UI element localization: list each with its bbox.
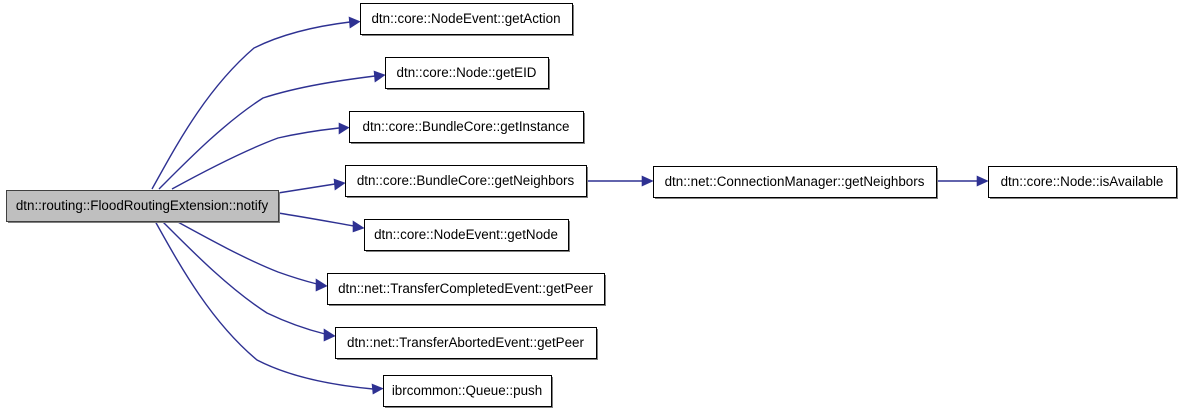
edge-line: [171, 127, 340, 190]
node-box[interactable]: [653, 166, 937, 198]
call-edge-get-neighbors-conn-to-is-available: [935, 175, 989, 187]
node-box[interactable]: [364, 219, 569, 251]
graph-node-get-eid[interactable]: dtn::core::Node::getEID: [385, 57, 551, 91]
call-edge-root-to-get-eid: [158, 70, 386, 190]
node-label: dtn::net::TransferCompletedEvent::getPee…: [338, 281, 593, 296]
edge-line: [161, 220, 326, 335]
call-edge-root-to-queue-push: [154, 220, 384, 395]
graph-node-get-neighbors-conn[interactable]: dtn::net::ConnectionManager::getNeighbor…: [653, 166, 939, 200]
graph-node-is-available[interactable]: dtn::core::Node::isAvailable: [988, 166, 1179, 200]
arrowhead-icon: [641, 175, 654, 187]
graph-node-get-neighbors-core[interactable]: dtn::core::BundleCore::getNeighbors: [345, 165, 589, 199]
edges-layer: [151, 16, 989, 395]
graph-node-completed-get-peer[interactable]: dtn::net::TransferCompletedEvent::getPee…: [327, 273, 607, 307]
node-box[interactable]: [385, 57, 549, 89]
call-edge-get-neighbors-core-to-get-neighbors-conn: [585, 175, 654, 187]
nodes-layer: dtn::routing::FloodRoutingExtension::not…: [6, 3, 1179, 409]
node-box[interactable]: [360, 3, 573, 35]
call-edge-root-to-get-instance: [171, 122, 350, 190]
node-box[interactable]: [988, 166, 1177, 198]
edge-line: [277, 212, 355, 227]
arrowhead-icon: [348, 16, 361, 29]
node-box[interactable]: [349, 111, 584, 143]
graph-node-get-node[interactable]: dtn::core::NodeEvent::getNode: [364, 219, 571, 253]
edge-line: [151, 21, 351, 190]
graph-node-get-instance[interactable]: dtn::core::BundleCore::getInstance: [349, 111, 586, 145]
node-label: dtn::core::Node::isAvailable: [1001, 174, 1164, 189]
graph-node-get-action[interactable]: dtn::core::NodeEvent::getAction: [360, 3, 575, 37]
arrowhead-icon: [323, 328, 336, 342]
node-label: ibrcommon::Queue::push: [392, 383, 542, 398]
call-edge-root-to-completed-get-peer: [175, 220, 328, 292]
arrowhead-icon: [371, 383, 384, 395]
call-edge-root-to-get-action: [151, 16, 361, 190]
arrowhead-icon: [338, 122, 350, 135]
node-label: dtn::core::BundleCore::getNeighbors: [357, 173, 575, 188]
node-label: dtn::routing::FloodRoutingExtension::not…: [16, 198, 269, 213]
node-box[interactable]: [345, 165, 587, 197]
node-label: dtn::core::NodeEvent::getNode: [374, 227, 558, 242]
node-label: dtn::core::BundleCore::getInstance: [363, 119, 570, 134]
arrowhead-icon: [976, 175, 989, 187]
arrowhead-icon: [315, 278, 328, 292]
node-box[interactable]: [383, 375, 552, 407]
arrowhead-icon: [373, 70, 386, 83]
node-label: dtn::core::NodeEvent::getAction: [371, 11, 560, 26]
graph-node-root[interactable]: dtn::routing::FloodRoutingExtension::not…: [6, 190, 281, 224]
arrowhead-icon: [352, 220, 365, 233]
call-edge-root-to-get-node: [277, 212, 365, 233]
edge-line: [277, 183, 336, 194]
edge-line: [158, 75, 376, 190]
node-box[interactable]: [327, 273, 605, 305]
node-label: dtn::core::Node::getEID: [397, 65, 537, 80]
edge-line: [154, 220, 374, 390]
call-edge-root-to-aborted-get-peer: [161, 220, 336, 342]
graph-node-queue-push[interactable]: ibrcommon::Queue::push: [383, 375, 554, 409]
node-box[interactable]: [6, 190, 279, 222]
node-box[interactable]: [335, 327, 597, 359]
node-label: dtn::net::ConnectionManager::getNeighbor…: [665, 174, 925, 189]
arrowhead-icon: [333, 178, 346, 191]
call-edge-root-to-get-neighbors-core: [277, 178, 346, 194]
graph-node-aborted-get-peer[interactable]: dtn::net::TransferAbortedEvent::getPeer: [335, 327, 599, 361]
edge-line: [175, 220, 318, 285]
node-label: dtn::net::TransferAbortedEvent::getPeer: [347, 335, 584, 350]
